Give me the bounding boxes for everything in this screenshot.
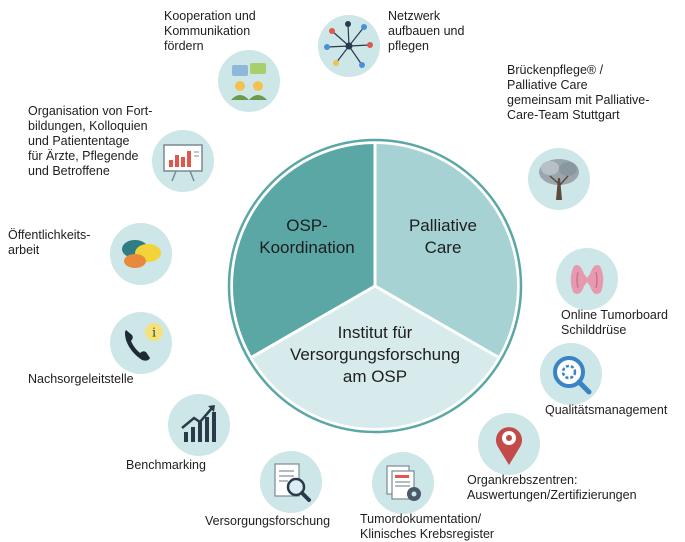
- segment-left: [232, 144, 375, 357]
- network-icon: [318, 15, 380, 77]
- chat-bubbles-people-icon: [218, 50, 280, 112]
- label-nachsorge: Nachsorgeleitstelle: [28, 372, 134, 386]
- label-benchmarking: Benchmarking: [126, 458, 206, 472]
- label-brueckenpflege: Brückenpflege® / Palliative Care gemeins…: [507, 63, 650, 122]
- label-versorgungsforschung: Versorgungsforschung: [205, 514, 331, 528]
- label-organisation: Organisation von Fort- bildungen, Kolloq…: [28, 104, 153, 178]
- document-magnifier-icon: [260, 451, 322, 513]
- location-pin-icon: [478, 413, 540, 475]
- presentation-board-icon: [152, 130, 214, 192]
- thyroid-icon: [556, 248, 618, 310]
- label-oeffentlichkeit: Öffentlichkeits- arbeit: [8, 228, 91, 257]
- label-qualitaet: Qualitätsmanagement: [545, 403, 668, 417]
- segment-bottom-label: Institut für Versorgungsforschung am OSP: [289, 323, 461, 386]
- phone-info-icon: i: [110, 312, 172, 374]
- label-kooperation: Kooperation und Kommunikation fördern: [164, 9, 256, 53]
- segment-left-label: OSP- Koordination: [259, 216, 355, 257]
- label-tumordokumentation: Tumordokumentation/ Klinisches Krebsregi…: [360, 512, 495, 541]
- label-tumorboard: Online Tumorboard Schilddrüse: [561, 308, 669, 337]
- segment-right: [375, 144, 518, 357]
- outer-ring: [227, 138, 523, 434]
- segment-right-label: Palliative Care: [408, 216, 478, 257]
- label-organkrebszentren: Organkrebszentren: Auswertungen/Zertifiz…: [467, 473, 637, 502]
- svg-text:i: i: [152, 326, 156, 340]
- bar-chart-arrow-icon: [168, 394, 230, 456]
- label-netzwerk: Netzwerk aufbauen und pflegen: [388, 9, 465, 53]
- tree-icon: [528, 148, 590, 210]
- documents-gear-icon: [372, 452, 434, 514]
- quality-magnifier-icon: [540, 343, 602, 405]
- center-circle: [227, 138, 523, 434]
- speech-bubbles-icon: [110, 223, 172, 285]
